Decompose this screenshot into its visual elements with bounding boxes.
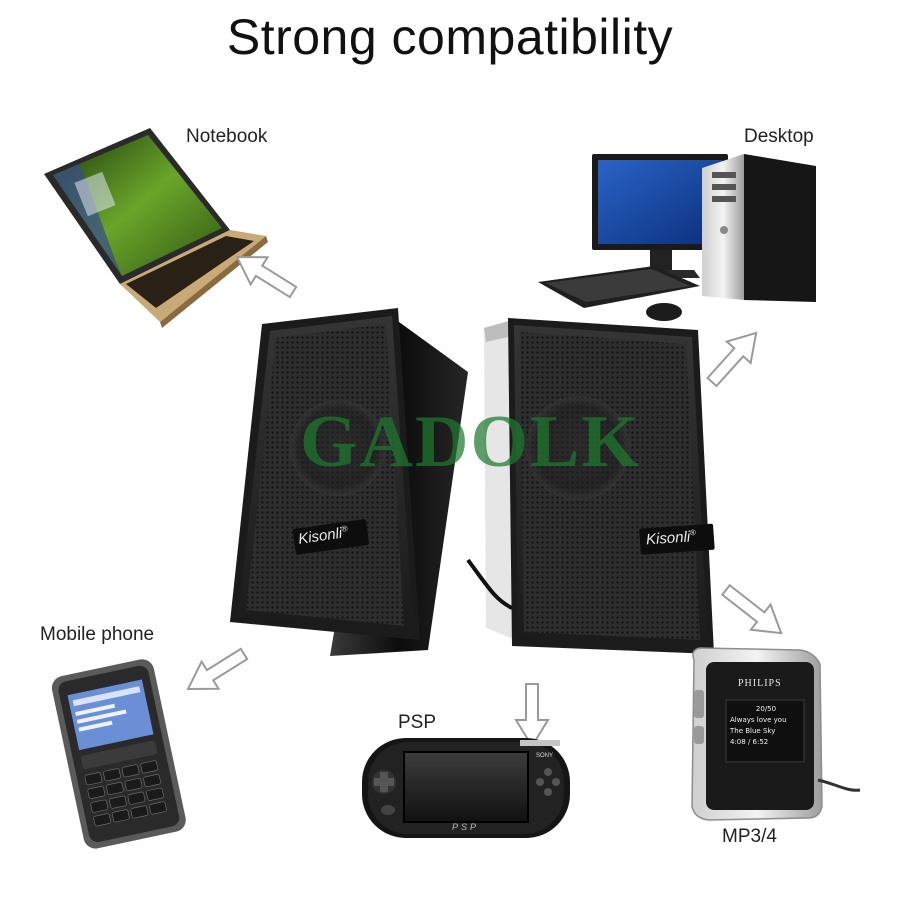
- mobile-phone-image: [51, 659, 186, 849]
- speaker-left: [230, 308, 468, 656]
- mp3-line1: Always love you: [730, 716, 787, 724]
- psp-logo-text: PSP: [452, 822, 480, 832]
- label-psp: PSP: [398, 712, 437, 733]
- arrow-desktop: [706, 331, 758, 388]
- label-mobile-phone: Mobile phone: [40, 624, 155, 645]
- arrow-notebook: [235, 256, 298, 299]
- watermark: GADOLK: [300, 401, 641, 483]
- desktop-image: [538, 154, 816, 321]
- mp3-brand: PHILIPS: [738, 678, 782, 689]
- page-title: Strong compatibility: [226, 9, 674, 65]
- notebook-image: [44, 128, 268, 328]
- brand-mark: ®: [340, 523, 349, 534]
- psp-image: [362, 738, 570, 838]
- label-mp3: MP3/4: [722, 826, 777, 847]
- psp-sony-text: SONY: [536, 753, 554, 759]
- arrow-mobile: [186, 647, 249, 690]
- mp3-track-no: 20/50: [755, 705, 777, 713]
- mp3-screen: 20/50 Always love you The Blue Sky 4:08 …: [730, 704, 802, 748]
- brand-name: Kisonli: [645, 528, 691, 549]
- arrow-psp: [514, 683, 550, 748]
- mp3-player-image: [691, 647, 861, 821]
- mp3-time: 4:08 / 6:52: [730, 738, 769, 746]
- label-notebook: Notebook: [186, 126, 268, 147]
- arrow-mp3: [720, 583, 783, 635]
- speaker-right: [484, 318, 715, 654]
- label-desktop: Desktop: [744, 126, 814, 147]
- brand-mark: ®: [689, 527, 697, 538]
- mp3-line2: The Blue Sky: [730, 727, 776, 735]
